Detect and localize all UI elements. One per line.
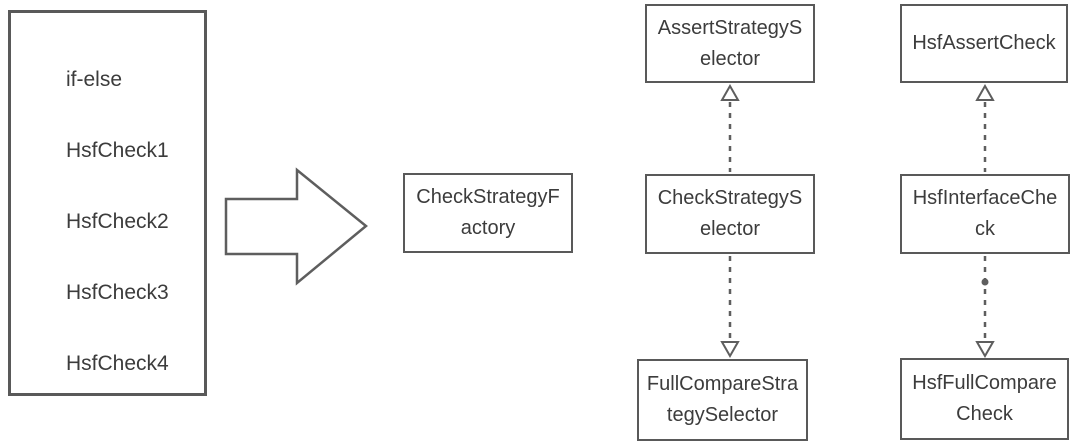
box-assert-strategy-selector: AssertStrategyS elector xyxy=(645,4,815,83)
box-label-line: ck xyxy=(975,218,995,240)
list-item-hsfcheck2: HsfCheck2 xyxy=(66,210,169,233)
box-label-line: FullCompareStra xyxy=(646,373,799,395)
box-label-line: elector xyxy=(699,47,761,70)
box-label-line: AssertStrategyS xyxy=(657,16,803,39)
box-label-line: Check xyxy=(956,403,1013,425)
box-label-line: elector xyxy=(699,218,761,240)
legacy-check-list-box: if-else HsfCheck1 HsfCheck2 HsfCheck3 Hs… xyxy=(8,10,207,396)
box-label-line: CheckStrategyS xyxy=(657,187,803,209)
arrowhead-up-icon xyxy=(720,83,740,101)
box-label-line: tegySelector xyxy=(666,404,779,426)
box-hsf-assert-check: HsfAssertCheck xyxy=(900,4,1068,83)
arrowhead-down-icon xyxy=(975,341,995,359)
connector-dot xyxy=(981,278,989,286)
box-label-line: HsfInterfaceChe xyxy=(912,187,1058,209)
box-label-line: actory xyxy=(460,217,516,239)
list-item-if-else: if-else xyxy=(66,68,123,91)
box-hsf-interface-check: HsfInterfaceChe ck xyxy=(900,174,1070,254)
box-label-line: HsfAssertCheck xyxy=(912,32,1056,54)
big-right-arrow-icon xyxy=(224,167,368,286)
box-label-line: HsfFullCompare xyxy=(912,372,1057,394)
box-check-strategy-factory: CheckStrategyF actory xyxy=(403,173,573,253)
list-item-hsfcheck3: HsfCheck3 xyxy=(66,281,169,304)
box-hsf-full-compare-check: HsfFullCompare Check xyxy=(900,358,1069,440)
box-check-strategy-selector: CheckStrategyS elector xyxy=(645,174,815,254)
box-label-line: CheckStrategyF xyxy=(416,186,560,208)
box-full-compare-strategy-selector: FullCompareStra tegySelector xyxy=(637,359,808,441)
list-item-hsfcheck1: HsfCheck1 xyxy=(66,139,169,162)
list-item-hsfcheck4: HsfCheck4 xyxy=(66,352,169,375)
arrowhead-down-icon xyxy=(720,341,740,359)
arrowhead-up-icon xyxy=(975,83,995,101)
